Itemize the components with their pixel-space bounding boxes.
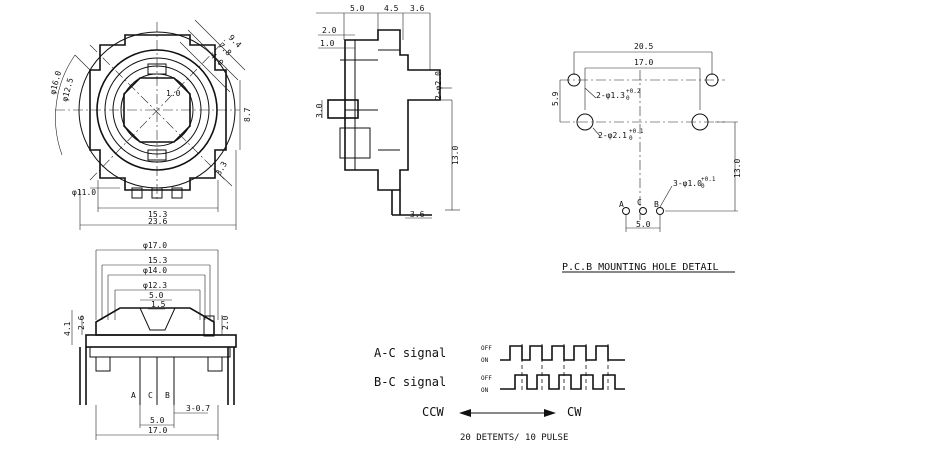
top-view — [55, 19, 246, 230]
ac-signal-label: A-C signal — [374, 346, 446, 360]
front-dim-5-0-bot: 5.0 — [150, 416, 165, 425]
front-dim-4-1: 4.1 — [63, 321, 72, 336]
front-dim-15-3: 15.3 — [148, 256, 167, 265]
dim-23-6: 23.6 — [148, 217, 167, 226]
pcb-dim-5-0: 5.0 — [636, 220, 651, 229]
side-dim-13-0: 13.0 — [451, 146, 460, 165]
side-dim-4-5: 4.5 — [384, 4, 399, 13]
cw-label: CW — [567, 405, 582, 419]
pcb-title: P.C.B MOUNTING HOLE DETAIL — [562, 262, 719, 273]
front-view — [71, 249, 237, 440]
side-dim-2-0: 2.0 — [322, 26, 337, 35]
ac-off-label: OFF — [481, 345, 492, 352]
pcb-dim-13-0: 13.0 — [733, 159, 742, 178]
front-dim-2-0: 2.0 — [221, 315, 230, 330]
front-dim-1-5: 1.5 — [151, 300, 166, 309]
front-dim-5-0: 5.0 — [149, 291, 164, 300]
pcb-pin-a: A — [619, 200, 624, 209]
ccw-label: CCW — [422, 405, 444, 419]
front-dim-phi12-3: φ12.3 — [143, 281, 167, 290]
bc-off-label: OFF — [481, 375, 492, 382]
pcb-tol-2-1-lower: 0 — [629, 135, 633, 142]
dim-1-0-top: 1.0 — [166, 89, 181, 98]
signal-diagram — [459, 344, 625, 417]
front-pin-c: C — [148, 391, 153, 400]
pcb-dim-17-0: 17.0 — [634, 58, 653, 67]
side-view — [316, 12, 460, 219]
front-dim-phi14: φ14.0 — [143, 266, 167, 275]
side-dim-3-0: 3.0 — [315, 103, 324, 118]
side-dim-3-6-bot: 3.6 — [410, 210, 425, 219]
pcb-tol-1-3-lower: 0 — [626, 95, 630, 102]
pcb-dim-3-phi1-0: 3-φ1.0 — [673, 179, 702, 188]
pcb-pin-c: C — [637, 198, 642, 207]
side-dim-1-0: 1.0 — [320, 39, 335, 48]
pcb-dim-20-5: 20.5 — [634, 42, 653, 51]
pcb-tol-1-3-upper: +0.2 — [626, 88, 641, 95]
bc-signal-label: B-C signal — [374, 375, 446, 389]
detents-label: 20 DETENTS/ 10 PULSE — [460, 433, 568, 443]
dim-15-3: 15.3 — [148, 210, 167, 219]
dim-phi12-5: φ12.5 — [60, 77, 75, 103]
front-dim-phi17: φ17.0 — [143, 241, 167, 250]
pcb-tol-1-0-lower: 0 — [701, 183, 705, 190]
front-pin-a: A — [131, 391, 136, 400]
front-pin-b: B — [165, 391, 170, 400]
pcb-dim-2-phi2-1: 2-φ2.1 — [598, 131, 627, 140]
dim-phi11: φ11.0 — [72, 188, 96, 197]
side-dim-2-phi2: 2-φ2.0 — [434, 71, 443, 100]
pcb-tol-1-0-upper: +0.1 — [701, 176, 716, 183]
dim-3-3: 3.3 — [214, 160, 229, 177]
front-dim-2-6: 2.6 — [77, 315, 86, 330]
dim-8-7: 8.7 — [243, 107, 252, 122]
front-dim-3-0-7: 3-0.7 — [186, 404, 210, 413]
bc-on-label: ON — [481, 387, 489, 394]
side-dim-5-0: 5.0 — [350, 4, 365, 13]
front-dim-17-0-bot: 17.0 — [148, 426, 167, 435]
pcb-tol-2-1-upper: +0.1 — [629, 128, 644, 135]
pcb-pin-b: B — [654, 200, 659, 209]
pcb-dim-2-phi1-3: 2-φ1.3 — [596, 91, 625, 100]
ac-on-label: ON — [481, 357, 489, 364]
pcb-dim-5-9: 5.9 — [551, 91, 560, 106]
side-dim-3-6-top: 3.6 — [410, 4, 425, 13]
pcb-detail — [559, 51, 738, 273]
